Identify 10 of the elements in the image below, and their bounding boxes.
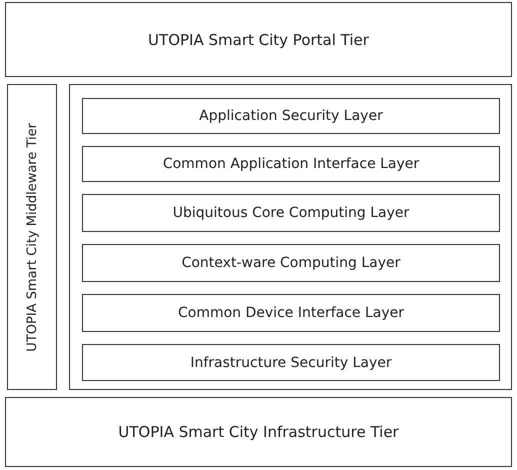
layer-box: Common Application Interface Layer <box>82 146 500 182</box>
tier-box: UTOPIA Smart City Middleware Tier <box>7 84 57 390</box>
layer-box: Infrastructure Security Layer <box>82 344 500 381</box>
layer-box: Context-ware Computing Layer <box>82 244 500 282</box>
tier-box: UTOPIA Smart City Portal Tier <box>5 2 512 77</box>
layer-box: Common Device Interface Layer <box>82 294 500 332</box>
layer-box: Application Security Layer <box>82 98 500 134</box>
layer-stack-box <box>69 84 512 390</box>
layer-box: Ubiquitous Core Computing Layer <box>82 194 500 232</box>
tier-box: UTOPIA Smart City Infrastructure Tier <box>5 397 512 467</box>
